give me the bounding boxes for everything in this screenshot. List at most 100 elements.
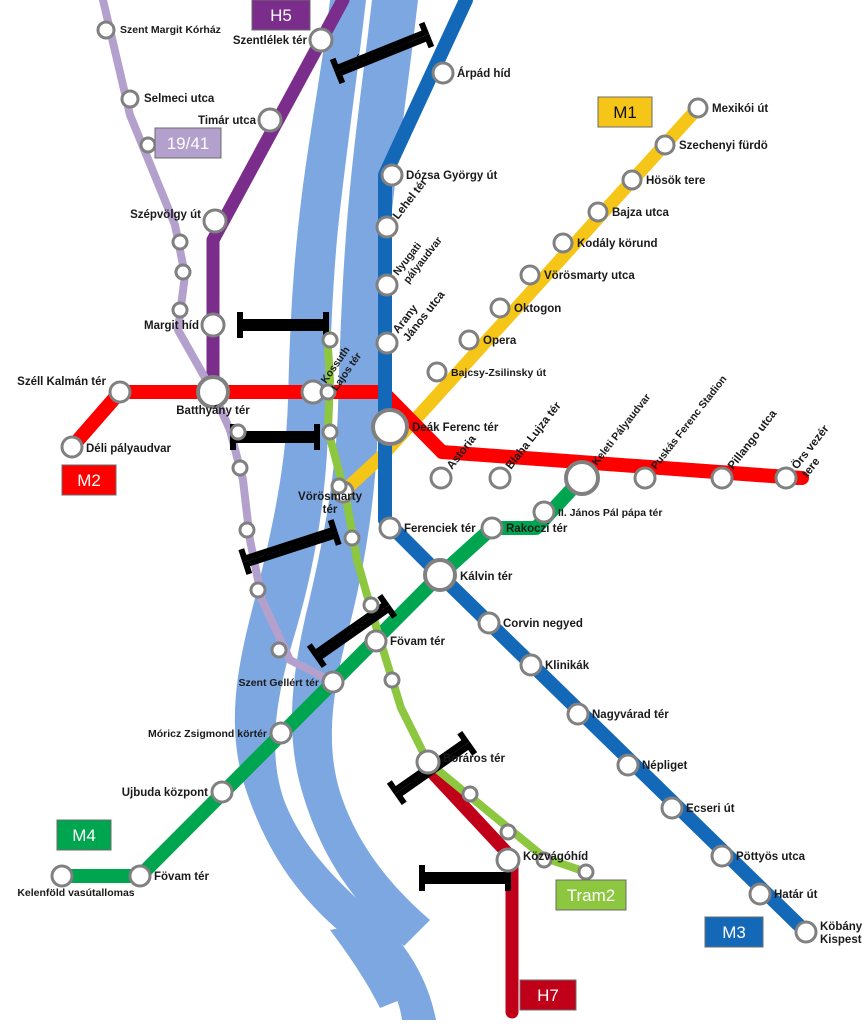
station-marker[interactable] [171, 301, 189, 319]
station-marker[interactable] [330, 477, 348, 495]
station-marker[interactable] [174, 263, 192, 281]
station-marker[interactable] [120, 89, 140, 109]
station-marker[interactable] [380, 163, 404, 187]
station-marker[interactable] [375, 215, 399, 239]
station-marker[interactable] [495, 847, 521, 873]
station-marker[interactable] [343, 529, 361, 547]
station-label: Corvin negyed [503, 618, 583, 630]
line-badge-m3[interactable]: M3 [704, 916, 764, 948]
station-marker[interactable] [60, 435, 84, 459]
station-marker[interactable] [535, 851, 553, 869]
line-badge-h5[interactable]: H5 [251, 0, 311, 31]
station-label: Közvágóhíd [523, 851, 588, 863]
station-marker[interactable] [139, 136, 157, 154]
station-marker[interactable] [200, 312, 226, 338]
line-badge-m2[interactable]: M2 [61, 464, 117, 496]
station-marker[interactable] [621, 169, 643, 191]
bridge-bar-top [329, 21, 430, 73]
station-marker[interactable] [748, 882, 772, 906]
station-marker[interactable] [257, 107, 283, 133]
bridge-bar-top [238, 519, 338, 563]
line-badge-h7[interactable]: H7 [519, 979, 577, 1011]
station-marker[interactable] [477, 611, 501, 635]
bridge-label: Közvágohíd [431, 870, 499, 884]
line-badge-m4[interactable]: M4 [56, 819, 112, 851]
station-label: Oktogon [514, 303, 561, 315]
station-marker[interactable] [616, 753, 640, 777]
station-marker[interactable] [532, 500, 556, 524]
station-marker[interactable] [774, 466, 798, 490]
station-marker[interactable] [488, 466, 512, 490]
station-marker[interactable] [319, 383, 337, 401]
station-marker[interactable] [238, 521, 256, 539]
station-label: Ujbuda központ [122, 787, 208, 799]
station-marker[interactable] [710, 844, 734, 868]
station-marker[interactable] [633, 466, 657, 490]
bridge-k-zv-goh-d: Közvágohíd [419, 865, 511, 891]
station-marker[interactable] [564, 460, 600, 496]
station-marker[interactable] [108, 380, 132, 404]
station-marker[interactable] [321, 331, 339, 349]
station-marker[interactable] [96, 20, 116, 40]
station-marker[interactable] [269, 721, 293, 745]
station-marker[interactable] [654, 134, 676, 156]
station-marker[interactable] [202, 208, 228, 234]
station-marker[interactable] [660, 796, 684, 820]
station-marker[interactable] [577, 863, 595, 881]
station-marker[interactable] [710, 466, 734, 490]
station-marker[interactable] [362, 596, 380, 614]
station-marker[interactable] [415, 749, 441, 775]
station-marker[interactable] [552, 232, 574, 254]
station-marker[interactable] [50, 864, 74, 888]
station-label: Ferenciek tér [404, 523, 476, 535]
station-marker[interactable] [196, 375, 230, 409]
station-marker[interactable] [210, 780, 234, 804]
station-marker[interactable] [566, 702, 590, 726]
station-marker[interactable] [229, 423, 247, 441]
bridge-lanch-d: Lanchíd [230, 424, 320, 450]
station-marker[interactable] [461, 785, 479, 803]
line-badge-tram1941[interactable]: 19/41 [154, 127, 222, 159]
station-marker[interactable] [364, 629, 388, 653]
bridge-label: Margit híd [254, 317, 311, 331]
station-marker[interactable] [489, 297, 511, 319]
station-label: Hösök tere [646, 175, 705, 187]
station-label: Fövam tér [390, 636, 445, 648]
station-marker[interactable] [458, 329, 480, 351]
station-marker[interactable] [375, 331, 399, 355]
station-marker[interactable] [519, 264, 541, 286]
station-marker[interactable] [308, 27, 334, 53]
line-path-tram1941[interactable] [99, 0, 337, 686]
station-marker[interactable] [431, 61, 455, 85]
station-marker[interactable] [231, 459, 249, 477]
station-marker[interactable] [378, 516, 402, 540]
station-marker[interactable] [794, 920, 818, 944]
station-label: Móricz Zsigmond körtér [148, 728, 267, 740]
station-marker[interactable] [171, 233, 189, 251]
station-marker[interactable] [429, 466, 453, 490]
station-marker[interactable] [519, 653, 543, 677]
bridge-bar-bottom [242, 531, 342, 575]
station-marker[interactable] [423, 558, 457, 592]
station-marker[interactable] [383, 671, 401, 689]
station-marker[interactable] [587, 201, 609, 223]
station-marker[interactable] [426, 361, 448, 383]
station-marker[interactable] [249, 581, 267, 599]
station-marker[interactable] [270, 641, 288, 659]
station-marker[interactable] [371, 408, 409, 446]
station-marker[interactable] [687, 97, 709, 119]
station-marker[interactable] [128, 864, 152, 888]
station-marker[interactable] [375, 273, 399, 297]
station-marker[interactable] [480, 516, 504, 540]
badge-box [597, 96, 653, 128]
station-label: Deák Ferenc tér [412, 422, 499, 434]
station-marker[interactable] [499, 823, 517, 841]
line-badge-m1[interactable]: M1 [597, 96, 653, 128]
line-badge-tram2[interactable]: Tram2 [555, 879, 627, 911]
line-path-h5[interactable] [206, 0, 350, 399]
station-marker[interactable] [321, 423, 339, 441]
station-marker[interactable] [321, 670, 345, 694]
station-label: Árpád híd [457, 67, 511, 80]
station-label: Népliget [642, 760, 688, 772]
